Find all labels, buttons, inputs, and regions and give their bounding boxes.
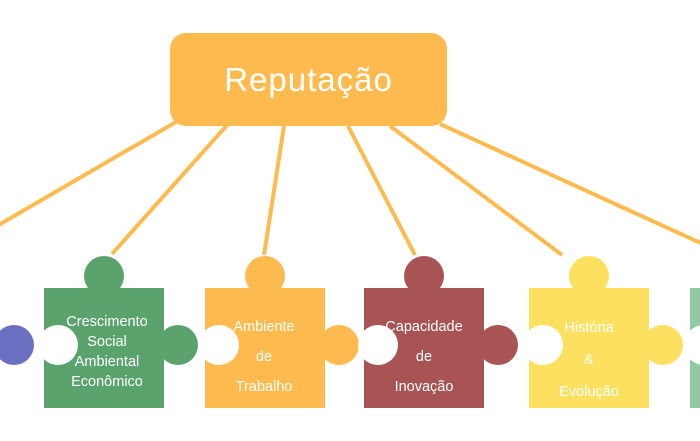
root-title: Reputação	[224, 60, 393, 98]
piece-right-knob	[319, 325, 359, 365]
puzzle-piece-capacidade	[358, 256, 518, 408]
connector-line	[262, 125, 286, 256]
label-line: Ambiental	[74, 354, 140, 370]
piece-label-capacidade: Capacidade de Inovação	[364, 312, 484, 402]
piece-left-notch	[358, 325, 398, 365]
puzzle-pieces	[0, 256, 700, 408]
label-line: Trabalho	[235, 379, 293, 395]
label-line: Inovação	[394, 379, 454, 395]
puzzle-piece-historia	[523, 256, 683, 408]
connector-lines	[0, 120, 700, 257]
puzzle-piece-ambiente	[199, 256, 359, 408]
label-line: Crescimento	[66, 314, 148, 330]
piece-label-crescimento: Crescimento Social Ambiental Econômico	[44, 312, 170, 392]
connector-line	[439, 122, 700, 245]
label-line: Evolução	[559, 384, 619, 400]
puzzle-piece-crescimento	[38, 256, 198, 408]
piece-label-historia: História & Evolução	[529, 312, 649, 408]
connector-line	[0, 120, 178, 227]
label-line: Econômico	[71, 374, 143, 390]
label-line: Capacidade	[385, 319, 463, 335]
piece-top-knob	[569, 256, 609, 296]
piece-right-knob	[158, 325, 198, 365]
piece-right-knob	[643, 325, 683, 365]
piece-top-knob	[245, 256, 285, 296]
puzzle-piece-left-partial	[0, 325, 34, 365]
root-node: Reputação	[170, 33, 447, 126]
label-line: Social	[87, 334, 127, 350]
connector-line	[388, 124, 564, 257]
piece-left-notch	[523, 325, 563, 365]
piece-left-notch	[38, 325, 78, 365]
puzzle-piece-right-partial	[684, 288, 700, 408]
piece-left-notch	[199, 325, 239, 365]
label-line: História	[564, 320, 614, 336]
piece-top-knob	[404, 256, 444, 296]
piece-left-notch	[684, 325, 700, 365]
connector-line	[346, 125, 417, 256]
label-line: de	[255, 349, 273, 365]
piece-top-knob	[84, 256, 124, 296]
label-line: de	[415, 349, 433, 365]
connector-line	[110, 122, 230, 256]
piece-label-ambiente: Ambiente de Trabalho	[205, 312, 323, 402]
label-line: Ambiente	[233, 319, 295, 335]
label-line: &	[584, 352, 594, 368]
piece-right-knob	[478, 325, 518, 365]
